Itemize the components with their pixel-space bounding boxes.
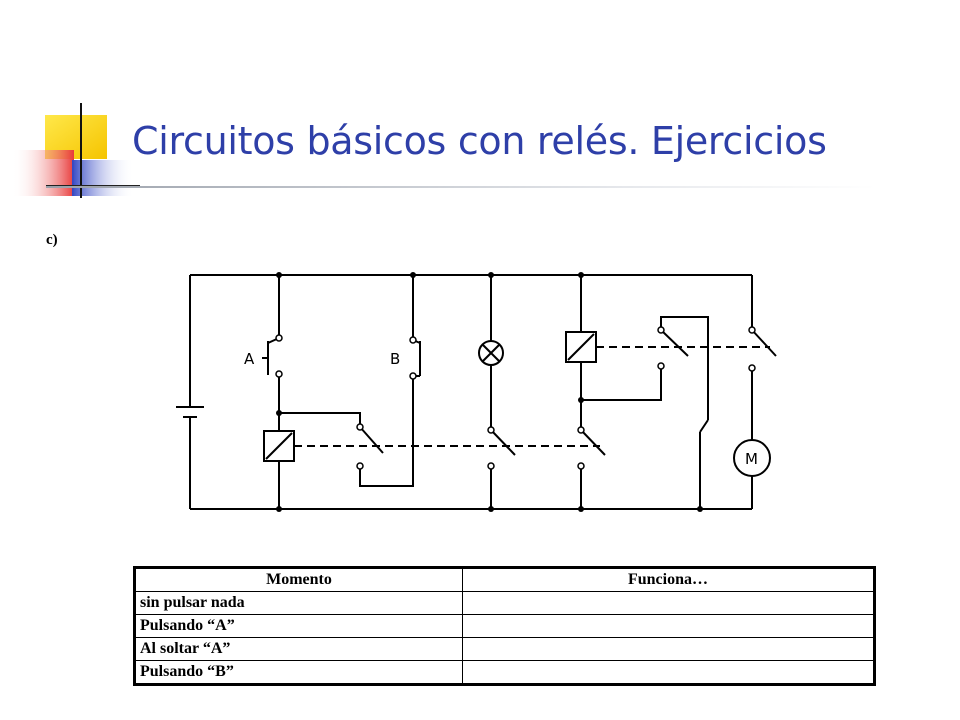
table-cell-funciona[interactable] [462, 637, 875, 661]
battery-symbol [176, 406, 204, 418]
relay2-contact-1 [660, 329, 689, 357]
title-underline [46, 186, 876, 188]
table-cell-funciona[interactable] [462, 660, 875, 685]
relay-coil-2-diagonal [567, 333, 595, 361]
answer-table: Momento Funciona… sin pulsar nada Pulsan… [133, 566, 876, 686]
pushbutton-a-symbol [262, 337, 280, 375]
relay1-contact-1 [359, 426, 384, 454]
logo-blue-square [72, 160, 134, 196]
relay-circuit-diagram: A B M [176, 272, 777, 512]
wire-relay2-contact [660, 316, 709, 420]
relay1-contact-2 [490, 429, 516, 456]
table-row: Pulsando “B” [134, 660, 875, 685]
motor-label: M [745, 450, 758, 468]
pushbutton-a-label: A [244, 350, 255, 368]
wire-coil2-to-relay2-contact [581, 366, 662, 401]
decorative-logo [12, 103, 140, 198]
slide-title: Circuitos básicos con relés. Ejercicios [132, 119, 827, 163]
logo-red-square [12, 150, 74, 196]
relay1-contact-3 [580, 429, 606, 456]
table-cell-funciona[interactable] [462, 614, 875, 638]
table-cell-momento: Al soltar “A” [134, 637, 463, 661]
relay2-contact-2 [751, 329, 777, 357]
wire-a-to-relay1-contact [279, 412, 361, 427]
pushbutton-b-label: B [390, 350, 400, 368]
table-cell-momento: sin pulsar nada [134, 591, 463, 615]
wire-relay1-contact-to-b [359, 376, 414, 487]
relay-coil-1-diagonal [265, 432, 293, 460]
table-row: Pulsando “A” [134, 614, 875, 638]
table-cell-momento: Pulsando “B” [134, 660, 463, 685]
table-cell-momento: Pulsando “A” [134, 614, 463, 638]
table-header-row: Momento Funciona… [134, 567, 875, 592]
table-row: Al soltar “A” [134, 637, 875, 661]
section-label: c) [46, 232, 58, 248]
pushbutton-b-symbol [412, 339, 421, 377]
table-cell-funciona[interactable] [462, 591, 875, 615]
table-row: sin pulsar nada [134, 591, 875, 615]
column-header-funciona: Funciona… [462, 567, 875, 592]
column-header-momento: Momento [134, 567, 463, 592]
